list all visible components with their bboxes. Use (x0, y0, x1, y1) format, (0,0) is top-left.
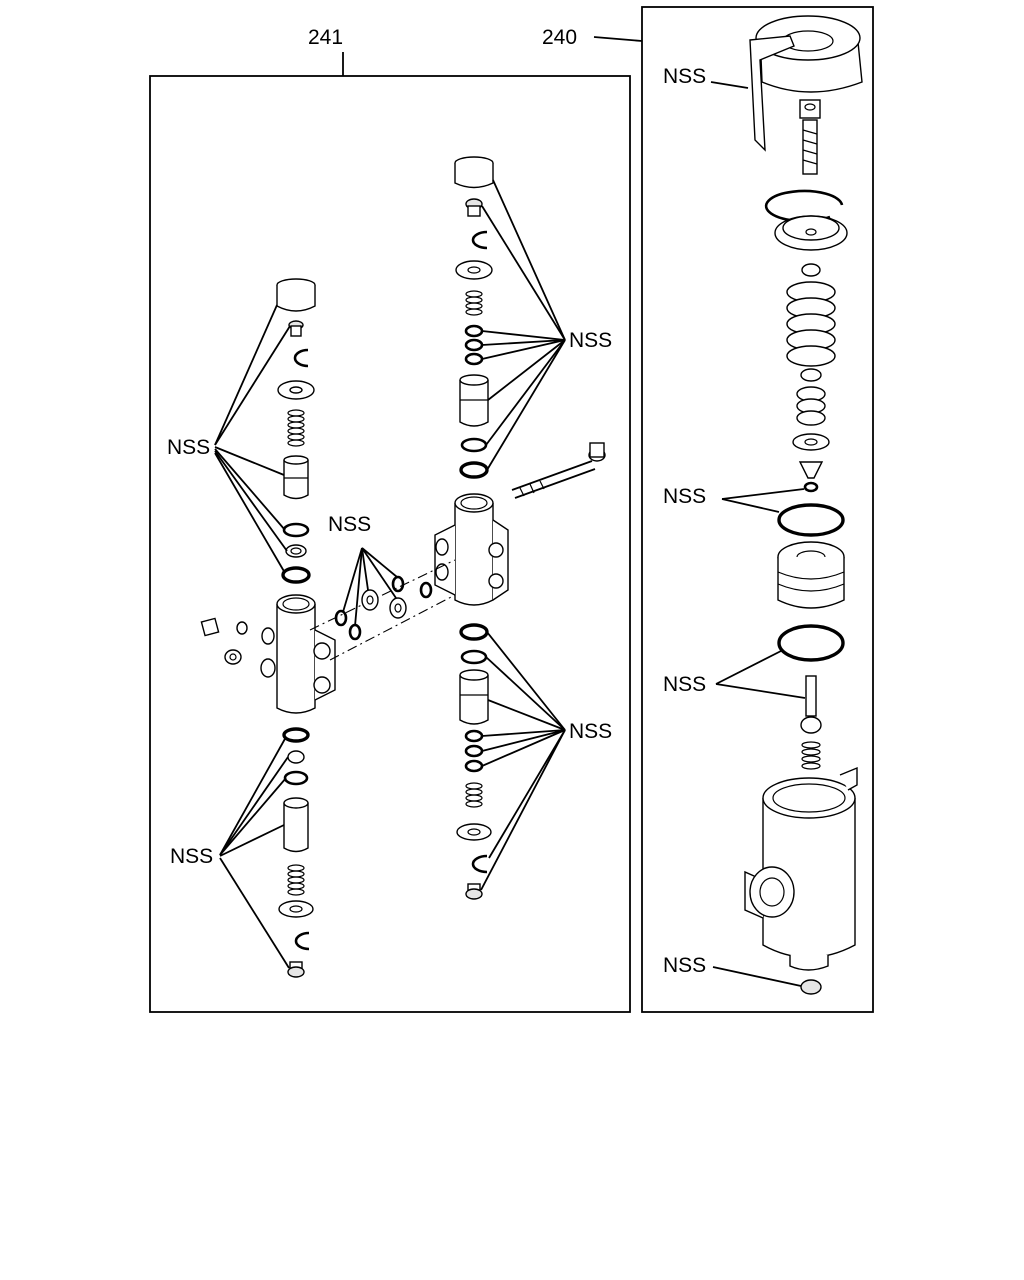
callout-center: NSS (328, 513, 371, 536)
large-o-ring-lower (777, 624, 845, 662)
callout-left-upper: NSS (167, 436, 210, 459)
adjuster-screw (799, 99, 821, 175)
leader-lines-241 (214, 179, 566, 969)
assembly-241-label: 241 (308, 26, 343, 49)
piston (777, 541, 845, 609)
callout-left-lower: NSS (170, 845, 213, 868)
adjuster-knob (749, 15, 863, 152)
callout-240-ring: NSS (663, 485, 706, 508)
leader-lines-240 (710, 81, 806, 987)
assembly-240: 240 (542, 6, 874, 1013)
assembly-241-frame (149, 75, 631, 1013)
right-lower-stack (456, 623, 492, 900)
assembly-240-frame (641, 6, 874, 1013)
assembly-240-label: 240 (542, 26, 577, 49)
spring-stack-upper (786, 263, 836, 382)
center-fittings (309, 559, 456, 661)
spring-stack-lower (792, 386, 830, 493)
callout-240-bottom: NSS (663, 954, 706, 977)
callout-240-mid: NSS (663, 673, 706, 696)
right-valve-body (434, 442, 606, 606)
assembly-240-leader (593, 36, 643, 42)
callout-240-top: NSS (663, 65, 706, 88)
valve-stem (800, 675, 822, 770)
left-lower-stack (278, 727, 314, 978)
assembly-241: 241 (149, 26, 631, 1013)
retaining-ring-and-cap (764, 189, 848, 251)
callout-right-upper: NSS (569, 329, 612, 352)
left-upper-stack (276, 278, 316, 584)
valve-housing (744, 766, 858, 995)
left-valve-body (200, 594, 336, 714)
large-o-ring-upper (777, 503, 845, 537)
right-upper-stack (454, 156, 494, 479)
callout-right-lower: NSS (569, 720, 612, 743)
